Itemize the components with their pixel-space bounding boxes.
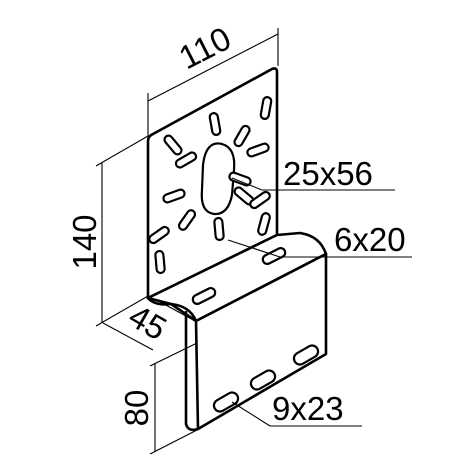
radial-slot <box>163 134 183 156</box>
radial-slot <box>246 142 270 158</box>
radial-slot <box>174 151 198 169</box>
lower-slot-label: 9x23 <box>272 390 344 427</box>
center-slot <box>200 142 236 216</box>
upper-slot-label: 6x20 <box>334 221 406 258</box>
side-flange <box>194 252 328 431</box>
back-bend <box>146 296 173 306</box>
radial-slot <box>233 124 251 148</box>
radial-slot <box>259 96 273 120</box>
side-flange-slots <box>212 344 320 413</box>
side-height-label: 80 <box>118 390 155 427</box>
radial-slot <box>249 190 271 210</box>
bracket <box>146 67 328 432</box>
radial-slot <box>177 209 197 231</box>
lower-slot-callout: 9x23 <box>231 390 362 427</box>
side-slot <box>292 344 320 366</box>
height-dimension: 140 <box>66 135 149 327</box>
front-bend <box>169 302 198 323</box>
base-slot <box>191 286 217 306</box>
width-label: 110 <box>173 19 237 76</box>
side-slot <box>212 391 240 413</box>
base-slot <box>261 246 287 266</box>
base-plate-slots <box>191 246 287 306</box>
height-label: 140 <box>66 214 103 269</box>
radial-slot <box>148 225 170 245</box>
back-plate-slots <box>148 96 273 275</box>
radial-slot <box>213 216 225 242</box>
center-slot-label: 25x56 <box>283 155 373 192</box>
side-slot <box>249 369 277 391</box>
radial-slot <box>208 112 222 136</box>
upper-slot-callout: 6x20 <box>227 221 412 258</box>
side-front-edge <box>184 310 200 432</box>
radial-slot <box>228 171 252 187</box>
center-slot-callout: 25x56 <box>231 155 395 192</box>
radial-slot <box>154 249 166 275</box>
radial-slot <box>257 212 271 236</box>
side-height-dimension: 80 <box>118 342 198 455</box>
radial-slot <box>162 188 186 204</box>
